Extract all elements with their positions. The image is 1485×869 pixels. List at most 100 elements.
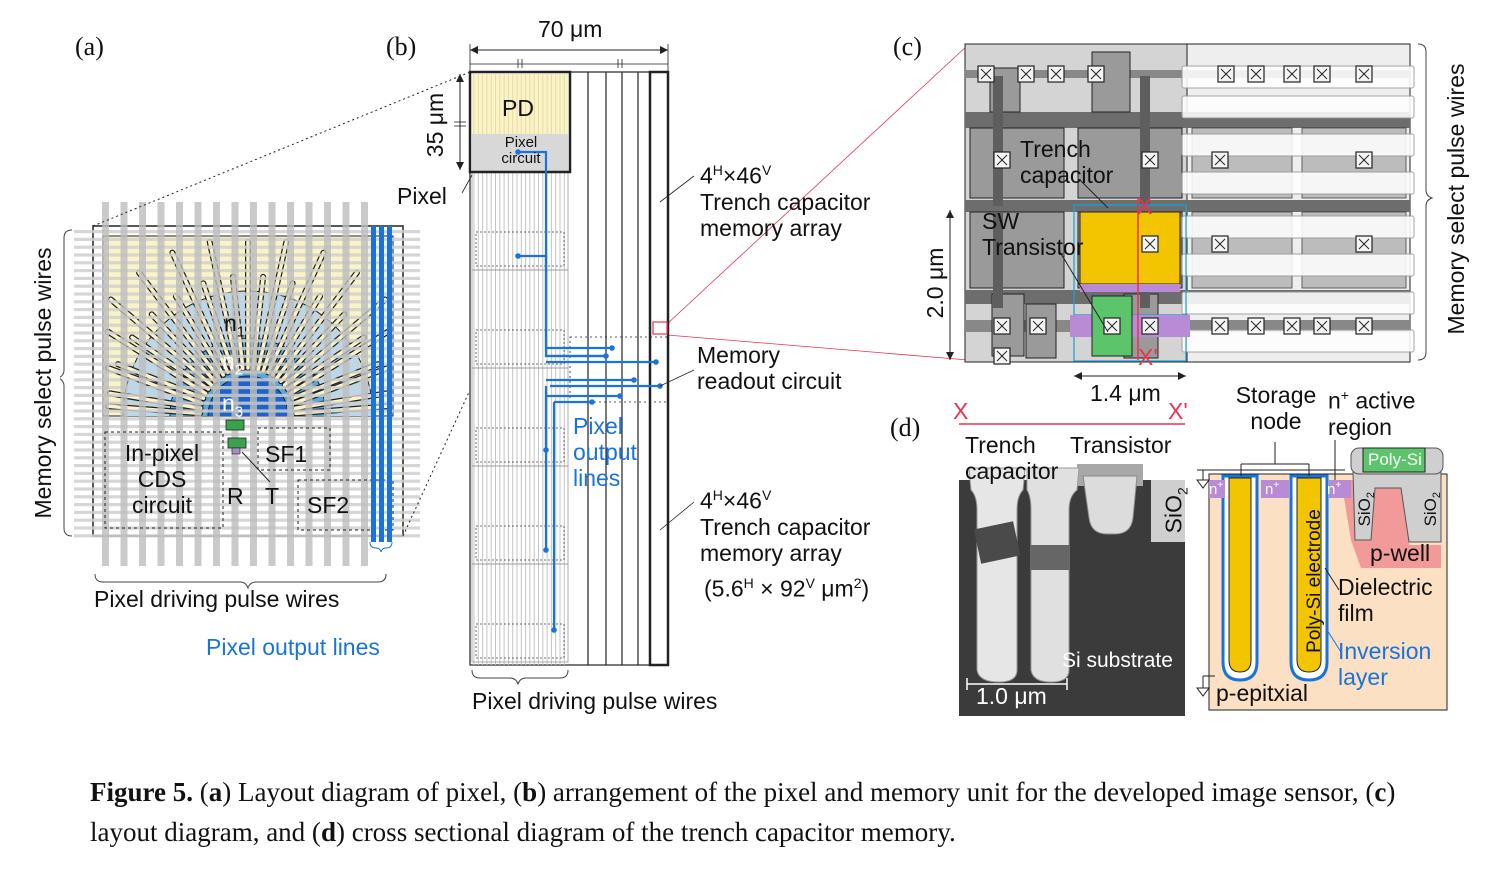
array1-line2: Trench capacitor bbox=[700, 188, 871, 215]
width-dim-b: 70 μm bbox=[538, 16, 603, 42]
nplus-small-3-sup: + bbox=[1335, 480, 1342, 491]
select-wire-white bbox=[1181, 253, 1415, 277]
pixel-circuit-box bbox=[475, 231, 565, 267]
pixel-driving-wire bbox=[102, 202, 109, 566]
n3-label: n3 bbox=[222, 390, 243, 426]
memory-select-wire bbox=[74, 471, 420, 475]
pixel-circuit-box bbox=[475, 525, 565, 561]
panel-d-schematic bbox=[1196, 440, 1448, 711]
n1-label: n1 bbox=[224, 310, 245, 346]
pixel-label-b: Pixel bbox=[397, 183, 447, 209]
memory-select-wire bbox=[74, 479, 420, 483]
pixel-driving-label-a: Pixel driving pulse wires bbox=[94, 586, 340, 612]
junction-dot bbox=[653, 359, 659, 365]
polysi-label: Poly-Si bbox=[1368, 450, 1422, 469]
nplus-line2: region bbox=[1328, 413, 1392, 440]
nplus-small-1: n+ bbox=[1209, 480, 1223, 498]
pixel-circuit-box bbox=[475, 623, 565, 659]
caption-t1: ) Layout diagram of pixel, ( bbox=[222, 777, 523, 807]
x-label-c: X bbox=[1137, 193, 1153, 219]
contact-via-cross bbox=[1144, 238, 1156, 250]
trench-label-d: Trench capacitor bbox=[965, 432, 1058, 484]
array1-a: 4 bbox=[700, 162, 713, 189]
select-wire-white bbox=[1181, 171, 1415, 195]
sw-label-c: SW Transistor bbox=[982, 208, 1083, 260]
sio2-right-label: SiO2 bbox=[1421, 484, 1443, 534]
caption-p1: ( bbox=[193, 777, 209, 807]
cds-line2: CDS bbox=[137, 466, 187, 492]
memory-select-wire bbox=[74, 393, 420, 397]
nplus-small-2-sup: + bbox=[1273, 480, 1280, 491]
contact-via-cross bbox=[1358, 320, 1370, 332]
contact-via-cross bbox=[1286, 320, 1298, 332]
pixel-driving-wire bbox=[268, 202, 276, 566]
memory-select-wire bbox=[74, 308, 420, 312]
pixel-driving-wire bbox=[120, 202, 128, 566]
memory-select-wire bbox=[74, 245, 420, 249]
sf2-label: SF2 bbox=[307, 492, 350, 518]
memory-select-wire bbox=[74, 354, 420, 358]
area-c: μm bbox=[814, 575, 854, 602]
contact-via-cross bbox=[1250, 68, 1262, 80]
junction-dot bbox=[617, 393, 623, 399]
nplus-line1: n+ active bbox=[1328, 382, 1415, 414]
array2-sup2: V bbox=[761, 487, 772, 503]
pixel-cell bbox=[471, 563, 569, 663]
contact-via-cross bbox=[1358, 154, 1370, 166]
sf1-label: SF1 bbox=[265, 441, 308, 467]
array2-a: 4 bbox=[700, 487, 713, 514]
caption-a: a bbox=[208, 777, 223, 807]
memory-select-wire bbox=[74, 386, 420, 390]
caption-b: b bbox=[522, 777, 538, 807]
array1-sup2: V bbox=[761, 162, 772, 178]
pixel-driving-wire bbox=[305, 202, 313, 566]
nplus-sup-top: + bbox=[1340, 387, 1349, 403]
pwell-label: p-well bbox=[1370, 540, 1431, 566]
nplus-small-1-text: n bbox=[1209, 481, 1218, 498]
pixel-output-label-b: Pixel output lines bbox=[573, 413, 637, 491]
memory-select-wire bbox=[74, 323, 420, 327]
select-wire-white bbox=[1181, 95, 1415, 119]
pixel-driving-wire bbox=[194, 202, 202, 566]
cds-label: In-pixel CDS circuit bbox=[112, 440, 212, 518]
readout-line1: Memory bbox=[697, 342, 781, 368]
memory-select-wire bbox=[74, 261, 420, 265]
memory-select-label-c: Memory select pulse wires bbox=[1443, 63, 1469, 335]
pixel-output-label-a: Pixel output lines bbox=[206, 634, 380, 660]
pixel-driving-wire bbox=[139, 202, 146, 566]
array2-label: 4H×46V Trench capacitor memory array bbox=[700, 482, 870, 566]
panel-d-label: (d) bbox=[890, 413, 921, 442]
select-wire-white bbox=[1181, 133, 1415, 157]
contact-via-cross bbox=[1220, 68, 1232, 80]
memory-select-wire bbox=[74, 495, 420, 499]
pixel-circuit-box bbox=[475, 427, 565, 463]
area-a: (5.6 bbox=[704, 575, 744, 602]
storage-node-label: Storage node bbox=[1226, 382, 1326, 434]
array2-b: ×46 bbox=[722, 487, 762, 514]
contact-via-cross bbox=[1316, 68, 1328, 80]
area-label: (5.6H × 92V μm2) bbox=[704, 570, 869, 602]
junction-dot bbox=[515, 253, 521, 259]
area-sup1: H bbox=[743, 575, 754, 591]
sio2-r-text: SiO bbox=[1420, 498, 1440, 527]
contact-via-cross bbox=[1214, 154, 1226, 166]
sio2-left-label: SiO2 bbox=[1355, 484, 1377, 534]
transistor-label-d: Transistor bbox=[1070, 432, 1172, 458]
contact-via-cross bbox=[1358, 238, 1370, 250]
contact-via-cross bbox=[1214, 238, 1226, 250]
memory-select-wire bbox=[74, 534, 420, 538]
panel-c-diagram bbox=[946, 43, 1434, 380]
memory-select-wire bbox=[74, 464, 420, 468]
contact-via-cross bbox=[1214, 320, 1226, 332]
sio2-r-sub: 2 bbox=[1431, 491, 1444, 499]
pixel-driving-wire bbox=[157, 202, 165, 566]
sw-c-line2: Transistor bbox=[982, 234, 1084, 260]
junction-dot bbox=[603, 353, 609, 359]
panel-a-label: (a) bbox=[75, 32, 104, 61]
inversion-line1: Inversion bbox=[1338, 638, 1432, 664]
area-sup3: 2 bbox=[853, 575, 862, 591]
area-d: ) bbox=[861, 575, 870, 602]
select-wire-white bbox=[1181, 215, 1415, 239]
dielectric-line2: film bbox=[1338, 600, 1374, 626]
n2-text: n bbox=[222, 348, 235, 374]
